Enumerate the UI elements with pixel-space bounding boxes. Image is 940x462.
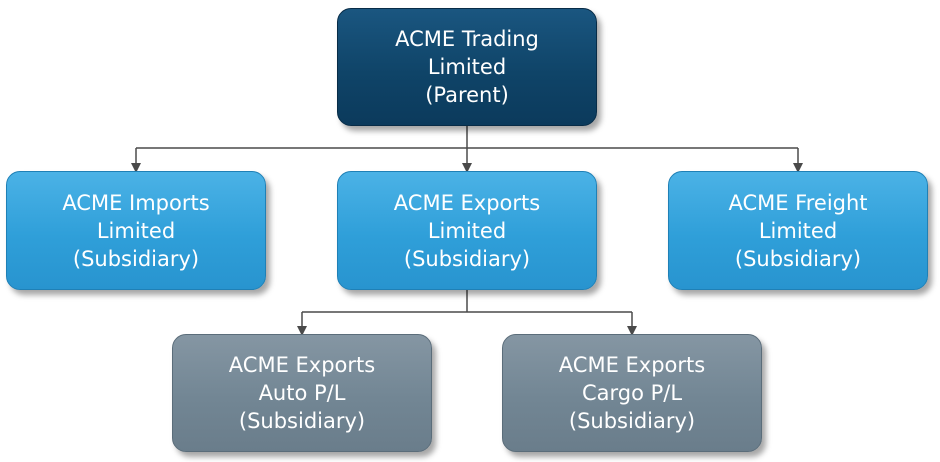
node-label-line3: (Parent) [425, 83, 509, 107]
node-label-line1: ACME Exports [228, 353, 376, 377]
node-label-line3: (Subsidiary) [568, 409, 696, 433]
node-acme-exports-cargo: ACME Exports Cargo P/L (Subsidiary) [502, 334, 762, 452]
node-label-line1: ACME Freight [728, 190, 868, 215]
node-label-line3: (Subsidiary) [238, 409, 366, 433]
node-label-line2: Limited [758, 218, 838, 243]
node-label-line2: Limited [427, 218, 507, 243]
node-label-line1: ACME Trading [395, 27, 539, 51]
node-label-line3: (Subsidiary) [403, 246, 531, 271]
node-label-line3: (Subsidiary) [72, 246, 200, 271]
node-acme-freight: ACME Freight Limited (Subsidiary) [668, 171, 928, 290]
node-acme-imports: ACME Imports Limited (Subsidiary) [6, 171, 266, 290]
node-label-line2: Cargo P/L [581, 381, 683, 405]
node-label-line1: ACME Imports [62, 190, 210, 215]
node-label-line2: Auto P/L [258, 381, 346, 405]
node-label-line1: ACME Exports [558, 353, 706, 377]
node-label-line3: (Subsidiary) [734, 246, 862, 271]
node-label-line2: Limited [96, 218, 176, 243]
node-acme-exports-auto: ACME Exports Auto P/L (Subsidiary) [172, 334, 432, 452]
node-label-line2: Limited [427, 55, 507, 79]
node-acme-trading-parent: ACME Trading Limited (Parent) [337, 8, 597, 126]
node-label-line1: ACME Exports [393, 190, 541, 215]
node-acme-exports: ACME Exports Limited (Subsidiary) [337, 171, 597, 290]
